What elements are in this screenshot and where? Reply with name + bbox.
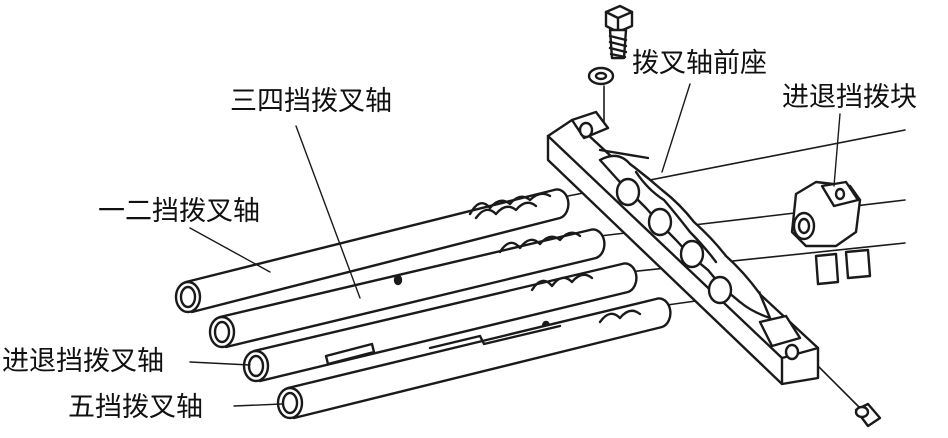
shaft-reverse — [242, 262, 638, 383]
label-shaft-12: 一二挡拨叉轴 — [98, 196, 260, 227]
washer — [587, 66, 615, 86]
label-shaft-reverse: 进退挡拨叉轴 — [2, 346, 164, 377]
axis-lines — [567, 85, 906, 411]
leader-lines — [189, 83, 841, 407]
shaft-5 — [276, 297, 672, 420]
pin — [854, 402, 882, 428]
reverse-gear-block — [790, 180, 872, 286]
shaft-front-seat — [546, 110, 820, 386]
bolt — [604, 4, 634, 60]
label-reverse-block: 进退挡拨块 — [782, 82, 917, 113]
shaft-12 — [174, 188, 570, 314]
label-shaft-34: 三四挡拨叉轴 — [230, 86, 392, 117]
label-shaft-5: 五挡拨叉轴 — [68, 392, 203, 423]
label-front-seat: 拨叉轴前座 — [632, 48, 767, 79]
shaft-34 — [208, 228, 606, 349]
